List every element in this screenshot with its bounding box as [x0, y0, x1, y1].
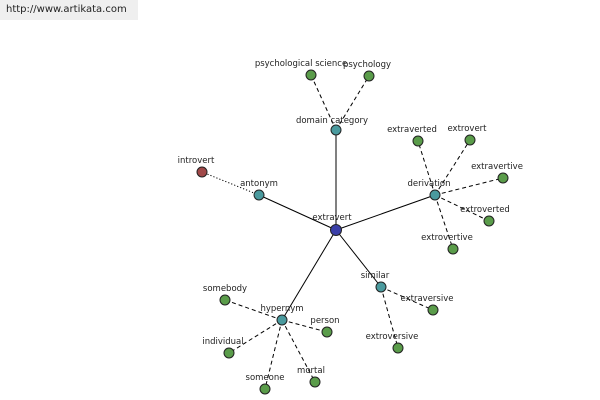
- node-label-domain-category[interactable]: domain category: [296, 116, 368, 126]
- edge-hypernym-to-somebody: [224, 299, 283, 321]
- node-label-extraverted[interactable]: extraverted: [387, 125, 437, 135]
- edge-similar-to-extraversive: [380, 286, 434, 311]
- node-extrovertive[interactable]: [447, 243, 459, 255]
- node-introvert[interactable]: [196, 166, 208, 178]
- node-similar[interactable]: [375, 281, 387, 293]
- node-label-someone[interactable]: someone: [246, 373, 285, 383]
- labels-layer: extravert domain category antonym derivatio…: [178, 59, 523, 383]
- edge-extravert-to-hypernym: [281, 229, 337, 321]
- node-label-individual[interactable]: individual: [202, 337, 243, 347]
- node-label-extroversive[interactable]: extroversive: [366, 332, 419, 342]
- edges-layer: [201, 74, 504, 390]
- edge-derivation-to-extrovert: [434, 139, 471, 196]
- edge-hypernym-to-someone: [264, 319, 283, 390]
- node-extravertive[interactable]: [497, 172, 509, 184]
- edge-derivation-to-extrovertive: [434, 194, 454, 250]
- edge-extravert-to-derivation: [335, 194, 436, 231]
- node-label-extroverted[interactable]: extroverted: [460, 205, 510, 215]
- node-someone[interactable]: [259, 383, 271, 395]
- node-extraverted[interactable]: [412, 135, 424, 147]
- edge-hypernym-to-person: [281, 319, 328, 333]
- node-extraversive[interactable]: [427, 304, 439, 316]
- node-label-extrovert[interactable]: extrovert: [447, 124, 487, 134]
- node-label-hypernym[interactable]: hypernym: [260, 304, 303, 314]
- node-label-psychology[interactable]: psychology: [343, 60, 391, 70]
- node-label-derivation[interactable]: derivation: [407, 179, 450, 189]
- edge-extravert-to-antonym: [258, 194, 337, 231]
- node-label-extrovertive[interactable]: extrovertive: [421, 233, 473, 243]
- edge-derivation-to-extravertive: [434, 177, 504, 196]
- node-extroversive[interactable]: [392, 342, 404, 354]
- site-url-banner[interactable]: http://www.artikata.com: [0, 0, 138, 20]
- node-individual[interactable]: [223, 347, 235, 359]
- node-psychological-science[interactable]: [305, 69, 317, 81]
- edge-similar-to-extroversive: [380, 286, 399, 349]
- node-hypernym[interactable]: [276, 314, 288, 326]
- node-extravert[interactable]: [330, 224, 342, 236]
- edge-extravert-to-similar: [335, 229, 382, 288]
- edge-hypernym-to-mortal: [281, 319, 316, 383]
- node-label-person[interactable]: person: [310, 316, 339, 326]
- node-psychology[interactable]: [363, 70, 375, 82]
- node-extrovert[interactable]: [464, 134, 476, 146]
- node-label-similar[interactable]: similar: [361, 271, 390, 281]
- node-label-extraversive[interactable]: extraversive: [401, 294, 454, 304]
- node-antonym[interactable]: [253, 189, 265, 201]
- node-derivation[interactable]: [429, 189, 441, 201]
- node-label-mortal[interactable]: mortal: [297, 366, 325, 376]
- node-mortal[interactable]: [309, 376, 321, 388]
- node-extroverted[interactable]: [483, 215, 495, 227]
- node-domain-category[interactable]: [330, 124, 342, 136]
- node-label-extravertive[interactable]: extravertive: [471, 162, 523, 172]
- node-label-antonym[interactable]: antonym: [240, 179, 278, 189]
- nodes-layer: [196, 69, 509, 395]
- node-label-introvert[interactable]: introvert: [178, 156, 215, 166]
- edge-derivation-to-extraverted: [417, 140, 436, 196]
- edge-derivation-to-extroverted: [434, 194, 490, 222]
- edge-antonym-to-introvert: [201, 171, 260, 196]
- node-label-somebody[interactable]: somebody: [203, 284, 247, 294]
- edge-hypernym-to-individual: [228, 319, 283, 354]
- node-label-extravert[interactable]: extravert: [312, 213, 352, 223]
- node-somebody[interactable]: [219, 294, 231, 306]
- node-person[interactable]: [321, 326, 333, 338]
- edge-domain-category-to-psychological-science: [310, 74, 337, 131]
- node-label-psychological-science[interactable]: psychological science: [255, 59, 347, 69]
- edge-domain-category-to-psychology: [335, 75, 370, 131]
